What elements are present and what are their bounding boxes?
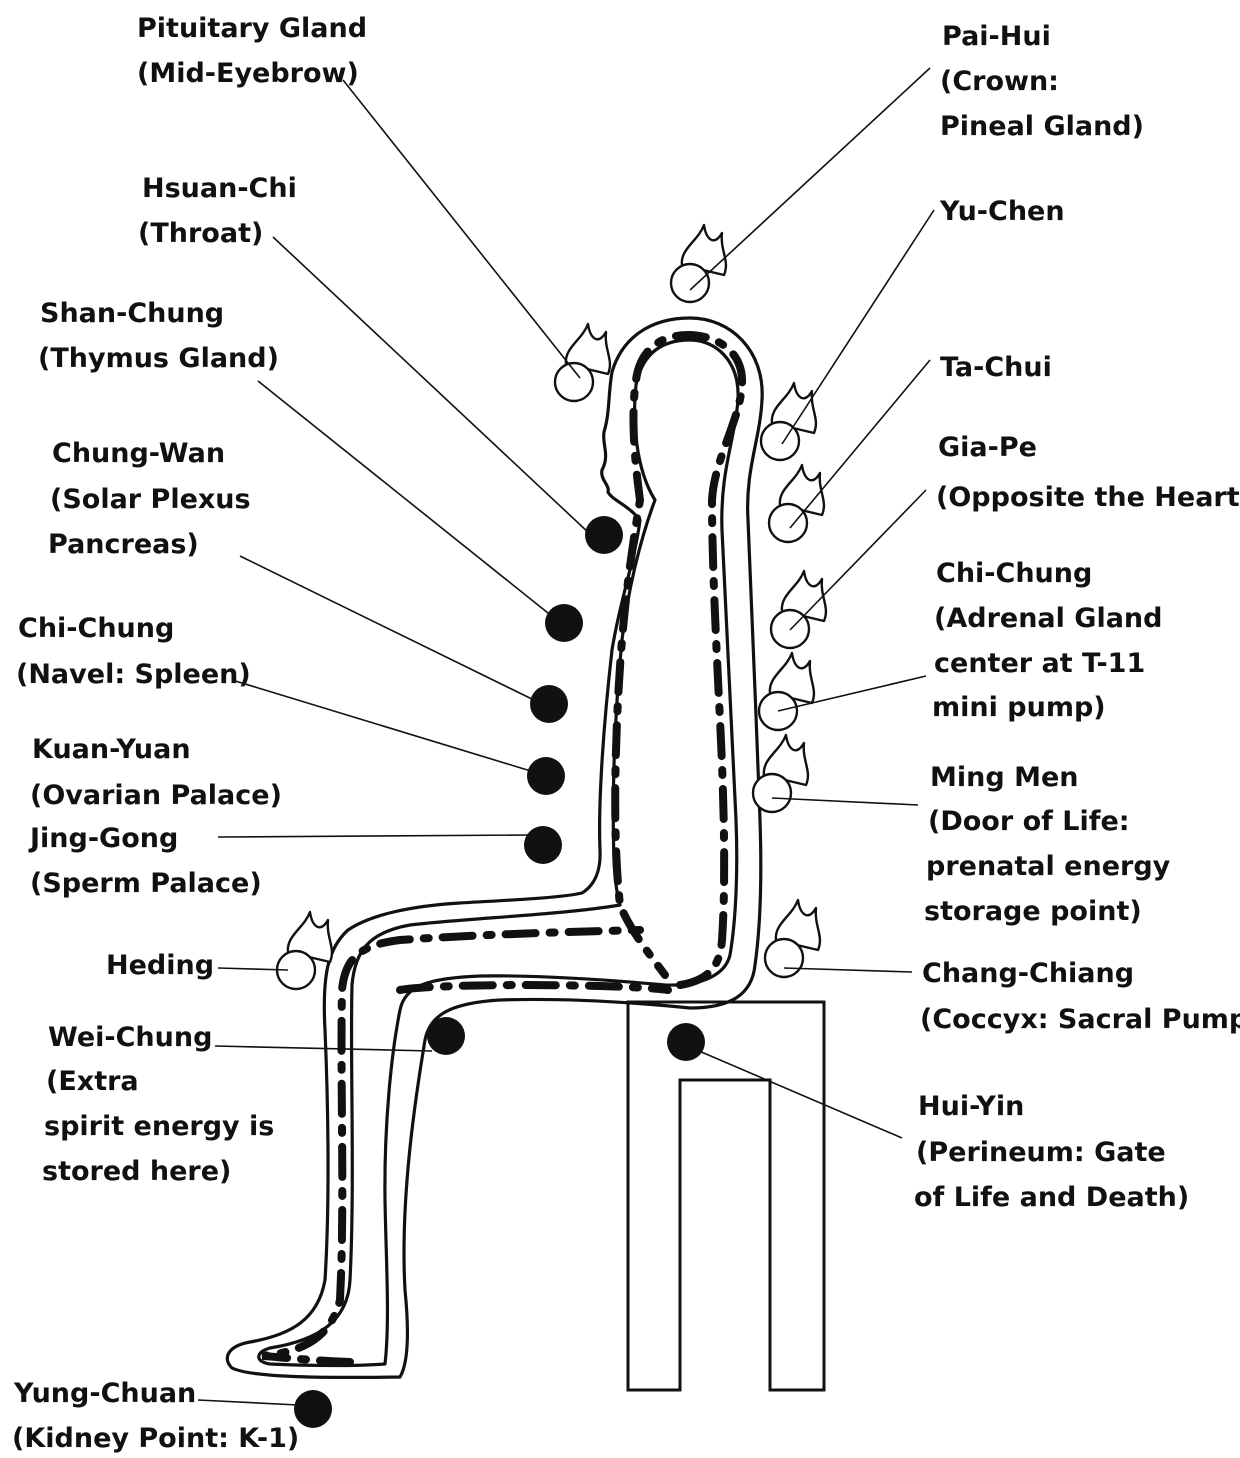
chi-chung-adrenal-line4: mini pump) bbox=[932, 692, 1106, 723]
jing-gong-subtitle: (Sperm Palace) bbox=[30, 868, 262, 899]
chi-chung-navel-title: Chi-Chung bbox=[18, 613, 174, 644]
chang-chiang-subtitle: (Coccyx: Sacral Pump) bbox=[920, 1004, 1240, 1035]
chung-wan-title: Chung-Wan bbox=[52, 438, 225, 469]
wei-chung-line4: stored here) bbox=[42, 1156, 231, 1187]
label-ta-chui: Ta-Chui bbox=[940, 352, 1052, 383]
ta-chui-flame-icon bbox=[769, 465, 824, 542]
pituitary-subtitle: (Mid-Eyebrow) bbox=[137, 58, 359, 89]
chung-wan-dot-icon bbox=[530, 685, 568, 723]
hui-yin-line3: of Life and Death) bbox=[914, 1182, 1189, 1213]
chang-chiang-flame-icon bbox=[765, 900, 820, 977]
jing-gong-title: Jing-Gong bbox=[28, 823, 178, 854]
wei-chung-line3: spirit energy is bbox=[44, 1111, 274, 1142]
label-pai-hui: Pai-Hui (Crown: Pineal Gland) bbox=[940, 21, 1144, 142]
label-pituitary: Pituitary Gland (Mid-Eyebrow) bbox=[137, 13, 367, 89]
wei-chung-dot-icon bbox=[427, 1017, 465, 1055]
yu-chen-flame-icon bbox=[761, 383, 816, 460]
label-chi-chung-adrenal: Chi-Chung (Adrenal Gland center at T-11 … bbox=[932, 558, 1162, 723]
yung-chuan-title: Yung-Chuan bbox=[13, 1378, 196, 1409]
label-ming-men: Ming Men (Door of Life: prenatal energy … bbox=[924, 762, 1171, 927]
label-shan-chung: Shan-Chung (Thymus Gland) bbox=[38, 298, 279, 374]
ta-chui-title: Ta-Chui bbox=[940, 352, 1052, 383]
label-chung-wan: Chung-Wan (Solar Plexus Pancreas) bbox=[48, 438, 251, 560]
shan-chung-subtitle: (Thymus Gland) bbox=[38, 343, 279, 374]
mid-eyebrow-flame-icon bbox=[555, 324, 610, 401]
label-kuan-yuan: Kuan-Yuan (Ovarian Palace) bbox=[30, 734, 282, 811]
gia-pe-flame-icon bbox=[771, 571, 826, 648]
gia-pe-subtitle: (Opposite the Heart) bbox=[936, 482, 1240, 513]
ming-men-line2: (Door of Life: bbox=[928, 806, 1130, 837]
label-chang-chiang: Chang-Chiang (Coccyx: Sacral Pump) bbox=[920, 958, 1240, 1035]
label-gia-pe: Gia-Pe (Opposite the Heart) bbox=[936, 432, 1240, 513]
chung-wan-line2: (Solar Plexus bbox=[50, 484, 251, 515]
chi-chung-navel-subtitle: (Navel: Spleen) bbox=[16, 659, 251, 690]
label-yung-chuan: Yung-Chuan (Kidney Point: K-1) bbox=[12, 1378, 299, 1454]
body-figure bbox=[227, 318, 762, 1377]
chair bbox=[628, 1002, 824, 1390]
body-outer-outline bbox=[227, 318, 762, 1377]
pituitary-title: Pituitary Gland bbox=[137, 13, 367, 44]
label-chi-chung-navel: Chi-Chung (Navel: Spleen) bbox=[16, 613, 251, 690]
label-heding: Heding bbox=[106, 950, 214, 981]
hsuan-chi-subtitle: (Throat) bbox=[138, 218, 263, 249]
jing-gong-dot-icon bbox=[524, 826, 562, 864]
heding-title: Heding bbox=[106, 950, 214, 981]
heding-flame-icon bbox=[277, 912, 332, 989]
pituitary-dot-icon bbox=[585, 516, 623, 554]
chung-wan-line3: Pancreas) bbox=[48, 529, 199, 560]
pai-hui-line2: (Crown: bbox=[940, 66, 1059, 97]
yu-chen-title: Yu-Chen bbox=[939, 196, 1065, 227]
chi-chung-adrenal-flame-icon bbox=[759, 653, 814, 730]
pai-hui-line3: Pineal Gland) bbox=[940, 111, 1144, 142]
kuan-yuan-title: Kuan-Yuan bbox=[32, 734, 191, 765]
gia-pe-title: Gia-Pe bbox=[938, 432, 1037, 463]
kuan-yuan-subtitle: (Ovarian Palace) bbox=[30, 780, 282, 811]
hui-yin-title: Hui-Yin bbox=[918, 1091, 1024, 1122]
chi-chung-adrenal-title: Chi-Chung bbox=[936, 558, 1092, 589]
ming-men-line4: storage point) bbox=[924, 896, 1142, 927]
chi-chung-adrenal-line2: (Adrenal Gland bbox=[934, 603, 1162, 634]
label-jing-gong: Jing-Gong (Sperm Palace) bbox=[28, 823, 262, 899]
chang-chiang-title: Chang-Chiang bbox=[922, 958, 1134, 989]
ming-men-line3: prenatal energy bbox=[926, 851, 1171, 882]
hsuan-chi-title: Hsuan-Chi bbox=[142, 173, 297, 204]
shan-chung-dot-icon bbox=[545, 604, 583, 642]
pai-hui-title: Pai-Hui bbox=[942, 21, 1051, 52]
yung-chuan-subtitle: (Kidney Point: K-1) bbox=[12, 1423, 299, 1454]
ming-men-title: Ming Men bbox=[930, 762, 1078, 793]
hui-yin-line2: (Perineum: Gate bbox=[916, 1137, 1166, 1168]
chi-chung-adrenal-line3: center at T-11 bbox=[934, 648, 1145, 679]
label-yu-chen: Yu-Chen bbox=[939, 196, 1065, 227]
chi-chung-navel-dot-icon bbox=[527, 757, 565, 795]
shan-chung-title: Shan-Chung bbox=[40, 298, 224, 329]
hui-yin-dot-icon bbox=[667, 1023, 705, 1061]
wei-chung-title: Wei-Chung bbox=[48, 1022, 212, 1053]
yung-chuan-dot-icon bbox=[294, 1390, 332, 1428]
ming-men-flame-icon bbox=[753, 735, 808, 812]
label-hui-yin: Hui-Yin (Perineum: Gate of Life and Deat… bbox=[914, 1091, 1189, 1213]
wei-chung-line2: (Extra bbox=[46, 1066, 139, 1097]
